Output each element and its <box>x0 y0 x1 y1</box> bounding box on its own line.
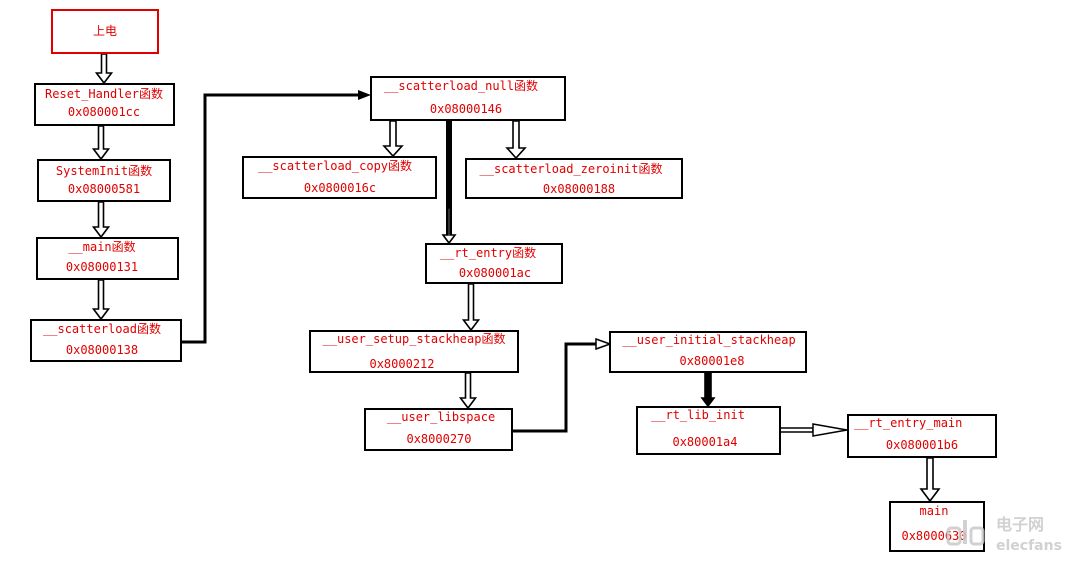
down-arrow <box>91 201 111 239</box>
node-address: 0x08000188 <box>543 182 615 196</box>
node-address: 0x080001ac <box>459 266 531 280</box>
node-label: SystemInit函数 <box>56 163 152 178</box>
arrowhead-libspace-to-initial <box>595 337 613 351</box>
node-scatterload: __scatterload函数 0x08000138 <box>30 319 182 362</box>
watermark-text: 电子网 <box>996 515 1044 534</box>
down-arrow <box>91 279 111 321</box>
down-arrows <box>91 53 941 503</box>
down-arrow <box>919 457 941 503</box>
node-scatterload-zeroinit: __scatterload_zeroinit函数 0x08000188 <box>465 158 683 199</box>
down-arrow <box>441 207 457 245</box>
connector-libspace-to-initial <box>512 342 600 433</box>
node-systeminit: SystemInit函数 0x08000581 <box>37 159 171 202</box>
node-label: main <box>920 504 949 518</box>
watermark: 电子网 elecfans <box>946 515 1062 554</box>
node-label: __user_libspace <box>387 410 495 424</box>
watermark-logo-mark <box>963 520 967 544</box>
node-address: 0x0800016c <box>304 181 376 195</box>
node-scatterload-null: __scatterload_null函数 0x08000146 <box>370 76 566 121</box>
node-label: 上电 <box>93 24 117 38</box>
connectors <box>181 90 848 437</box>
node-label: __scatterload_zeroinit函数 <box>480 161 663 176</box>
node-label: __user_setup_stackheap函数 <box>323 331 506 346</box>
node-address: 0x8000270 <box>406 432 471 446</box>
node-address: 0x80001e8 <box>679 354 744 368</box>
node-label: __rt_lib_init <box>651 408 745 422</box>
node-address: 0x08000138 <box>66 343 138 357</box>
watermark-logo: elecfans <box>996 538 1062 554</box>
connector-scatterload-to-null <box>181 93 360 344</box>
node-label: __scatterload_null函数 <box>384 78 538 93</box>
node-address: 0x080001cc <box>68 105 140 119</box>
node-label: __user_initial_stackheap <box>622 333 795 347</box>
node-address: 0x8000212 <box>369 357 434 371</box>
connector-libinit-to-entrymain <box>779 427 814 433</box>
node-rt-entry-main: __rt_entry_main 0x080001b6 <box>847 414 997 458</box>
down-arrow <box>461 283 481 332</box>
down-arrow <box>700 372 716 408</box>
down-arrow <box>91 125 111 161</box>
node-main: main 0x8000630 <box>889 501 985 552</box>
node-address: 0x08000146 <box>430 102 502 116</box>
node-rt-lib-init: __rt_lib_init 0x80001a4 <box>636 406 781 455</box>
node-address: 0x8000630 <box>901 529 966 543</box>
down-arrow <box>458 372 478 410</box>
node-label: __scatterload_copy函数 <box>258 158 412 173</box>
node-user-libspace: __user_libspace 0x8000270 <box>364 408 513 451</box>
node-label: Reset_Handler函数 <box>45 86 163 101</box>
node-label: __rt_entry函数 <box>440 245 536 260</box>
node-rt-entry: __rt_entry函数 0x080001ac <box>425 243 563 284</box>
node-address: 0x08000131 <box>66 260 138 274</box>
down-arrow <box>382 120 404 158</box>
arrowhead-libinit-to-entrymain <box>812 423 848 437</box>
node-address: 0x80001a4 <box>672 435 737 449</box>
node-label: __scatterload函数 <box>43 321 161 336</box>
watermark-logo-mark <box>969 526 985 546</box>
node-reset-handler: Reset_Handler函数 0x080001cc <box>34 83 175 126</box>
node-address: 0x080001b6 <box>886 438 958 452</box>
node-user-setup-stackheap: __user_setup_stackheap函数 0x8000212 <box>309 330 519 373</box>
watermark-logo-mark <box>946 526 962 546</box>
node-label: __rt_entry_main <box>854 416 962 430</box>
down-arrow <box>94 53 114 85</box>
node-address: 0x08000581 <box>68 182 140 196</box>
node-power-on: 上电 <box>51 9 159 54</box>
down-arrow <box>505 120 527 160</box>
node-scatterload-copy: __scatterload_copy函数 0x0800016c <box>242 156 437 199</box>
node-main-func: __main函数 0x08000131 <box>36 237 179 280</box>
node-user-initial-stackheap: __user_initial_stackheap 0x80001e8 <box>609 331 807 373</box>
arrowhead-scatterload-to-null <box>358 90 371 100</box>
node-label: __main函数 <box>68 239 135 254</box>
